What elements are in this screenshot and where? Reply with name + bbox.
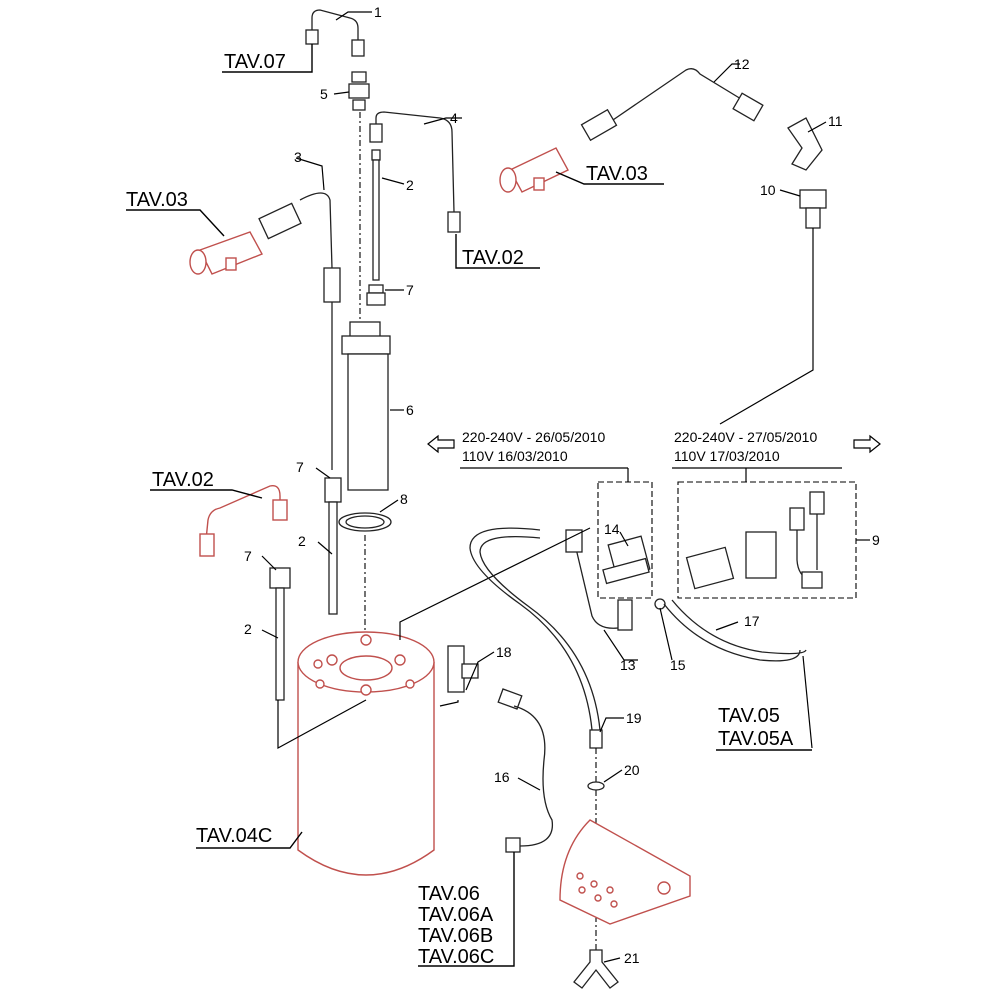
ref-tav06b: TAV.06B [418, 925, 493, 947]
part-15-clamp [654, 598, 666, 610]
label-part-14: 14 [604, 521, 620, 537]
tav-reference-labels: TAV.07 TAV.03 TAV.03 TAV.02 TAV.02 TAV.0… [126, 51, 794, 968]
arrow-left-icon [427, 434, 455, 454]
label-part-2-top: 2 [406, 177, 414, 193]
label-part-19: 19 [626, 710, 642, 726]
part-13-pipe [565, 529, 633, 631]
label-part-8: 8 [400, 491, 408, 507]
ref-tav03-left: TAV.03 [126, 189, 188, 211]
label-part-12: 12 [734, 56, 750, 72]
label-part-4: 4 [450, 110, 458, 126]
part-8-ring [338, 512, 392, 532]
ref-tav02-top: TAV.02 [462, 247, 524, 269]
version-right-line1: 220-240V - 27/05/2010 [674, 429, 817, 445]
version-left-line1: 220-240V - 26/05/2010 [462, 429, 605, 445]
tav04c-tank [297, 631, 435, 876]
part-4-pipe [369, 111, 461, 233]
part-7-nipple-mid [324, 477, 342, 615]
label-part-6: 6 [406, 402, 414, 418]
part-16-cable [497, 688, 554, 853]
label-part-10: 10 [760, 182, 776, 198]
label-part-11: 11 [828, 113, 843, 129]
ref-tav06c: TAV.06C [418, 946, 494, 968]
part-21-y-connector [573, 949, 619, 989]
ref-tav05: TAV.05 [718, 705, 780, 727]
version-right-line2: 110V 17/03/2010 [674, 448, 780, 464]
part-2-tube-top [371, 149, 381, 281]
drip-tray [559, 819, 691, 925]
label-part-7-top: 7 [406, 282, 414, 298]
part-10-fitting [799, 189, 827, 229]
leader-lines [126, 11, 827, 967]
arrow-right-icon [853, 434, 881, 454]
part-11-elbow [787, 117, 823, 171]
label-part-17: 17 [744, 613, 760, 629]
part-17-hose [663, 599, 807, 662]
tav03-left-part [189, 202, 302, 275]
ref-tav02-left: TAV.02 [152, 469, 214, 491]
label-part-5: 5 [320, 86, 328, 102]
label-part-2-mid: 2 [298, 533, 306, 549]
tav02-left-part [199, 485, 288, 557]
left-version-box [597, 481, 653, 599]
ref-tav07: TAV.07 [224, 51, 286, 73]
tav03-right-part [499, 147, 569, 193]
part-9-kit [685, 491, 825, 590]
version-left-line2: 110V 16/03/2010 [462, 448, 568, 464]
label-part-9: 9 [872, 532, 880, 548]
label-part-18: 18 [496, 644, 512, 660]
part-3-pipe [299, 192, 341, 470]
label-part-2-left: 2 [244, 621, 252, 637]
part-20-clamp [587, 781, 605, 791]
ref-tav05a: TAV.05A [718, 728, 794, 750]
part-12-pipe [580, 68, 764, 142]
label-part-1: 1 [374, 4, 382, 20]
part-number-labels: 1 5 4 3 2 7 6 7 8 2 7 2 12 11 10 14 9 17… [244, 4, 880, 966]
label-part-13: 13 [620, 657, 636, 673]
ref-tav06a: TAV.06A [418, 904, 494, 926]
label-part-16: 16 [494, 769, 510, 785]
label-part-3: 3 [294, 149, 302, 165]
ref-tav06: TAV.06 [418, 883, 480, 905]
part-18-tee [447, 645, 479, 693]
part-7-nipple-left [269, 567, 291, 701]
part-19-hose [469, 527, 603, 749]
part-7-nipple-top [366, 284, 386, 306]
label-part-7-left: 7 [244, 548, 252, 564]
label-part-15: 15 [670, 657, 686, 673]
part-1-pipe [305, 9, 365, 57]
label-part-21: 21 [624, 950, 640, 966]
label-part-7-mid: 7 [296, 459, 304, 475]
part-5-fitting [348, 71, 370, 111]
part-6-cylinder [341, 321, 391, 491]
ref-tav03-right: TAV.03 [586, 163, 648, 185]
label-part-20: 20 [624, 762, 640, 778]
ref-tav04c: TAV.04C [196, 825, 272, 847]
version-labels: 220-240V - 26/05/2010 110V 16/03/2010 22… [462, 429, 817, 464]
